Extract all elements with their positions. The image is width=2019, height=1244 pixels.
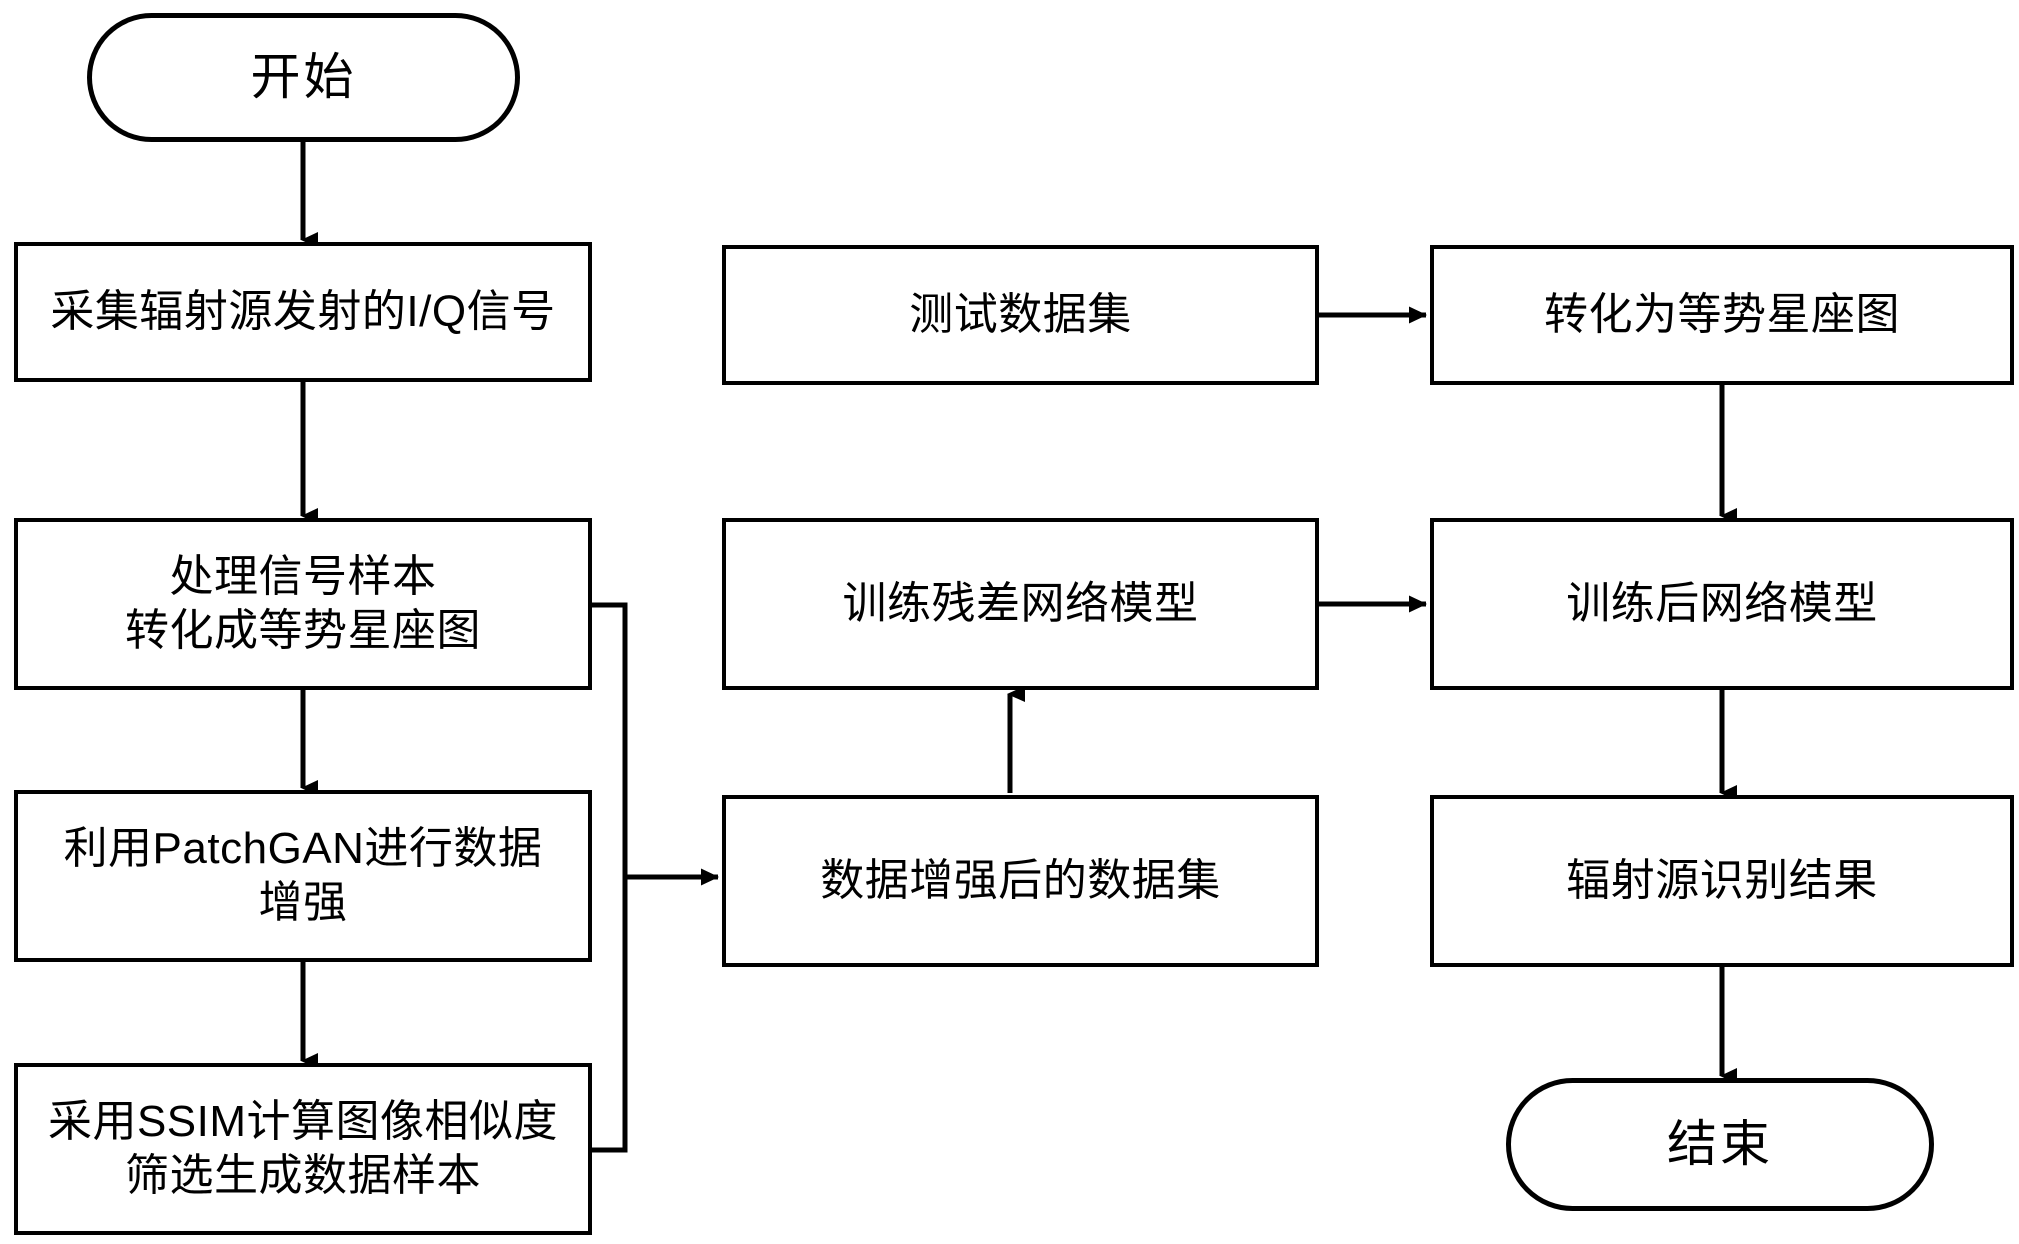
edge-process-to-augmented: [592, 602, 719, 886]
node-ssim-similarity-filter[interactable]: 采用SSIM计算图像相似度 筛选生成数据样本: [14, 1063, 592, 1235]
node-end-label: 结束: [1667, 1116, 1773, 1172]
node-recognition-result-label: 辐射源识别结果: [1566, 856, 1878, 906]
node-augmented-dataset-label: 数据增强后的数据集: [820, 856, 1221, 906]
node-process-signal-samples-label: 处理信号样本 转化成等势星座图: [125, 552, 481, 655]
node-test-dataset-label: 测试数据集: [909, 290, 1132, 340]
edge-ssim-to-augmented: [592, 877, 628, 1153]
node-trained-network-model[interactable]: 训练后网络模型: [1430, 518, 2014, 690]
node-train-resnet-model[interactable]: 训练残差网络模型: [722, 518, 1319, 690]
node-train-resnet-model-label: 训练残差网络模型: [842, 579, 1199, 629]
node-start[interactable]: 开始: [87, 13, 520, 142]
node-ssim-similarity-filter-label: 采用SSIM计算图像相似度 筛选生成数据样本: [47, 1097, 559, 1200]
node-patchgan-augmentation[interactable]: 利用PatchGAN进行数据 增强: [14, 790, 592, 962]
node-recognition-result[interactable]: 辐射源识别结果: [1430, 795, 2014, 967]
node-test-dataset[interactable]: 测试数据集: [722, 245, 1319, 385]
node-augmented-dataset[interactable]: 数据增强后的数据集: [722, 795, 1319, 967]
node-convert-to-constellation-label: 转化为等势星座图: [1544, 290, 1900, 340]
node-patchgan-augmentation-label: 利用PatchGAN进行数据 增强: [63, 824, 543, 927]
node-collect-iq-signal-label: 采集辐射源发射的I/Q信号: [50, 287, 556, 337]
node-convert-to-constellation[interactable]: 转化为等势星座图: [1430, 245, 2014, 385]
node-trained-network-model-label: 训练后网络模型: [1566, 579, 1878, 629]
node-process-signal-samples[interactable]: 处理信号样本 转化成等势星座图: [14, 518, 592, 690]
node-collect-iq-signal[interactable]: 采集辐射源发射的I/Q信号: [14, 242, 592, 382]
node-end[interactable]: 结束: [1506, 1078, 1934, 1211]
node-start-label: 开始: [250, 49, 357, 105]
